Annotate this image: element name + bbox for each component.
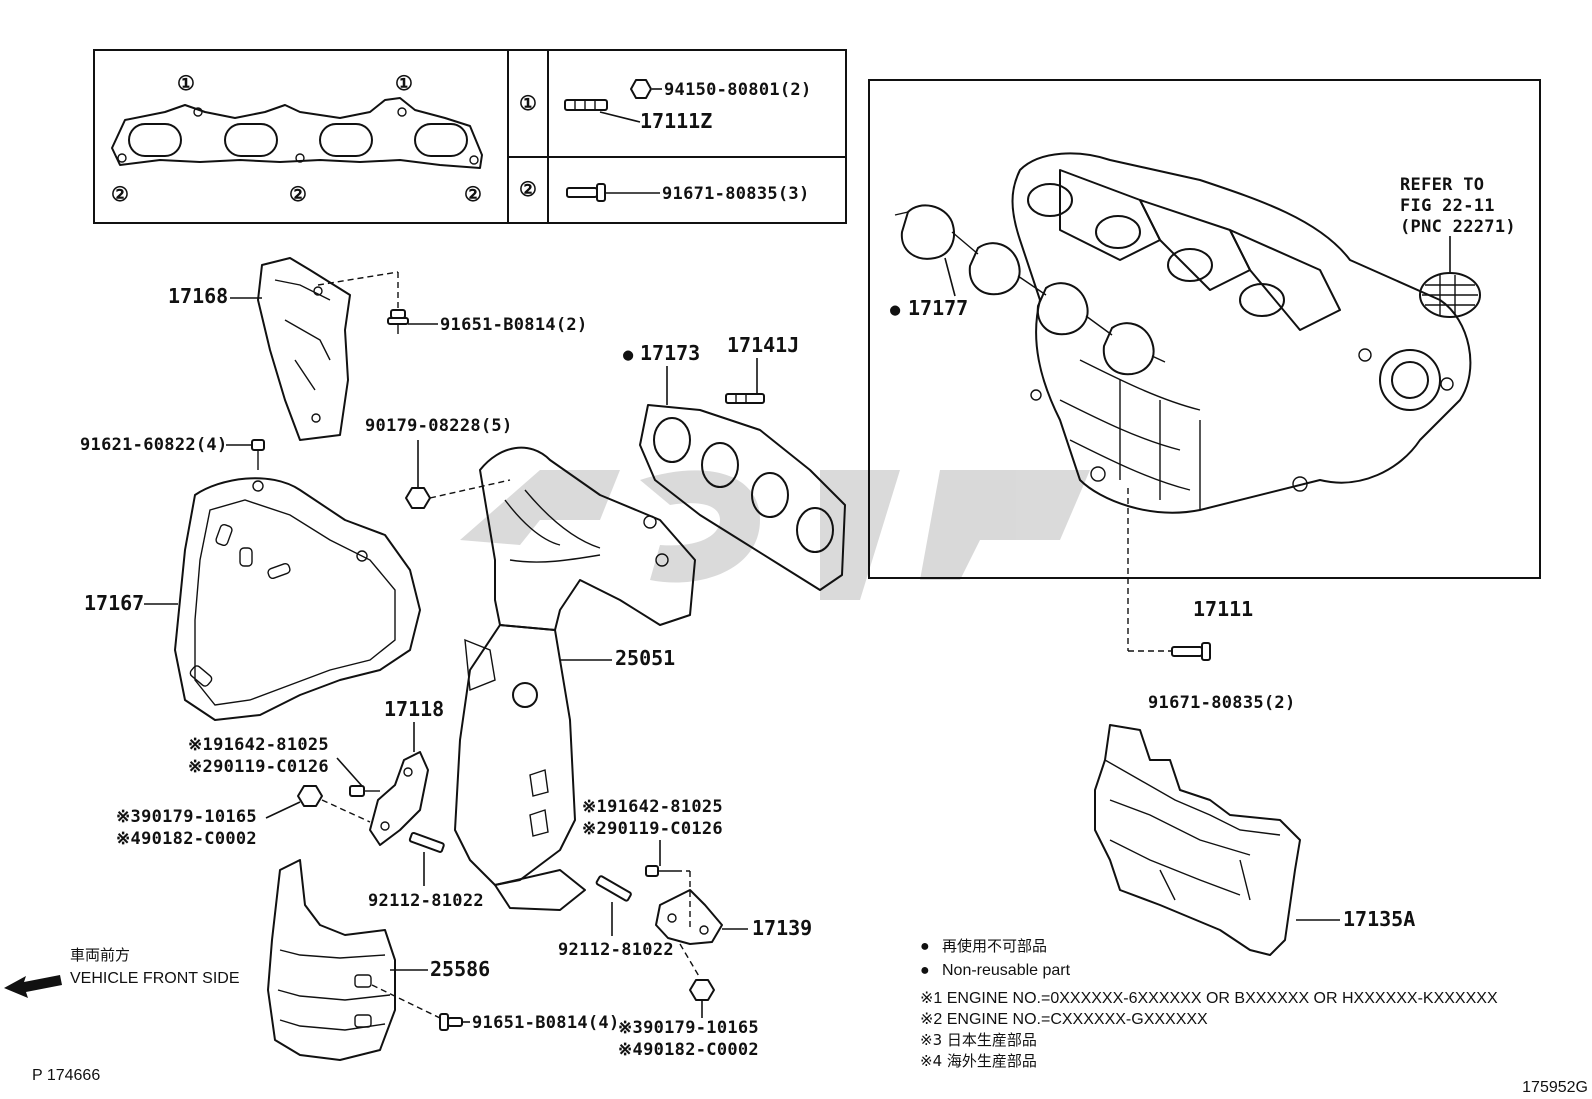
nut-90179-08228-icon: [405, 487, 431, 509]
refer-line-1: REFER TO: [1400, 175, 1484, 195]
intake-manifold-17111-drawing: [1011, 152, 1472, 514]
stud-bolt-icon: [564, 99, 608, 111]
bolt-91651-top-icon: [387, 309, 409, 334]
label-l-390179: ※390179-10165: [116, 807, 257, 827]
label-91671-80835-3: 91671-80835(3): [662, 184, 810, 204]
vehicle-front-en: VEHICLE FRONT SIDE: [70, 970, 240, 987]
inset-row2-marker: ②: [519, 177, 537, 201]
label-17111z: 17111Z: [640, 109, 712, 133]
bolt-91642-left-icon: [349, 785, 380, 797]
label-r-191642: ※191642-81025: [582, 797, 723, 817]
label-l-490182: ※490182-C0002: [116, 829, 257, 849]
label-91651-b0814-4: 91651-B0814(4): [472, 1013, 620, 1033]
flange-bolt-icon: [566, 183, 606, 202]
label-17177-bullet: ●: [890, 300, 901, 320]
label-17141j: 17141J: [727, 333, 799, 357]
label-91621-60822-4: 91621-60822(4): [80, 435, 228, 455]
label-17168: 17168: [168, 284, 228, 308]
nut-icon: [630, 79, 652, 99]
bolt-91671-lower-icon: [1171, 642, 1211, 661]
bolt-91642-right-icon: [645, 865, 676, 877]
label-17111: 17111: [1193, 597, 1253, 621]
vehicle-front-jp: 車両前方: [70, 946, 130, 964]
label-l-290119: ※290119-C0126: [188, 757, 329, 777]
note-3: ※3 日本生産部品: [920, 1031, 1037, 1049]
label-25586: 25586: [430, 957, 490, 981]
label-17135a: 17135A: [1343, 907, 1415, 931]
bracket-17118-drawing: [369, 751, 429, 846]
label-91671-80835-2: 91671-80835(2): [1148, 693, 1296, 713]
stud-92112-right-icon: [595, 875, 632, 902]
stud-92112-left-icon: [408, 831, 445, 853]
footer-left-code: P 174666: [32, 1067, 100, 1084]
heat-insulator-17167-drawing: [174, 477, 421, 721]
note-4: ※4 海外生産部品: [920, 1052, 1037, 1070]
label-17173-bullet: ●: [623, 345, 634, 365]
refer-line-2: FIG 22-11: [1400, 196, 1495, 216]
note-1: ※1 ENGINE NO.=0XXXXXX-6XXXXXX OR BXXXXXX…: [920, 990, 1498, 1007]
footer-right-code: 175952G: [1522, 1079, 1588, 1096]
label-b-390179: ※390179-10165: [618, 1018, 759, 1038]
label-90179-08228-5: 90179-08228(5): [365, 416, 513, 436]
legend-bullet-2: ●: [920, 962, 930, 979]
intake-manifold-box: ● 17177 REFER TO F: [868, 79, 1541, 579]
insulator-17135a-drawing: [1094, 724, 1301, 956]
label-l-191642: ※191642-81025: [188, 735, 329, 755]
watermark-logo: [460, 470, 1090, 600]
label-17139: 17139: [752, 916, 812, 940]
legend-nonreusable-jp: 再使用不可部品: [942, 937, 1047, 955]
gasket-marker-2b: ②: [289, 182, 307, 206]
gasket-marker-1a: ①: [177, 71, 195, 95]
heat-insulator-17168-drawing: [257, 257, 351, 441]
label-94150-80801: 94150-80801(2): [664, 80, 812, 100]
label-b-490182: ※490182-C0002: [618, 1040, 759, 1060]
inset-row1-marker: ①: [519, 91, 537, 115]
refer-line-3: (PNC 22271): [1400, 217, 1516, 237]
fastener-inset-table: ① ① ② ② ② ① ② 94150-80801(2) 17111Z 9167…: [93, 49, 847, 224]
note-2: ※2 ENGINE NO.=CXXXXXX-GXXXXXX: [920, 1011, 1208, 1028]
legend-nonreusable-en: Non-reusable part: [942, 962, 1071, 979]
legend-bullet-1: ●: [920, 938, 930, 955]
label-17177: 17177: [908, 296, 968, 320]
label-92112-81022-left: 92112-81022: [368, 891, 484, 911]
label-r-290119: ※290119-C0126: [582, 819, 723, 839]
gasket-marker-2a: ②: [111, 182, 129, 206]
label-17118: 17118: [384, 697, 444, 721]
bolt-91621-icon: [251, 439, 265, 470]
label-25051: 25051: [615, 646, 675, 670]
exhaust-gasket-17173-drawing: [639, 404, 846, 591]
gasket-marker-2c: ②: [464, 182, 482, 206]
label-17167: 17167: [84, 591, 144, 615]
intake-screen-22271-drawing: [1419, 272, 1481, 318]
label-92112-81022-right: 92112-81022: [558, 940, 674, 960]
nut-90179-right-icon: [689, 979, 715, 1001]
gasket-marker-1b: ①: [395, 71, 413, 95]
nut-90179-left-icon: [297, 785, 323, 807]
stud-17141j-icon: [725, 393, 765, 404]
label-17173: 17173: [640, 341, 700, 365]
bolt-91651-bottom-icon: [439, 1013, 463, 1031]
vehicle-front-arrow-icon: [4, 975, 62, 998]
label-91651-b0814-2: 91651-B0814(2): [440, 315, 588, 335]
exhaust-gasket-inset-drawing: [111, 97, 483, 169]
bracket-17139-drawing: [655, 889, 723, 945]
intake-gasket-17177-drawing: [894, 204, 1166, 376]
heat-insulator-25586-drawing: [267, 859, 396, 1061]
